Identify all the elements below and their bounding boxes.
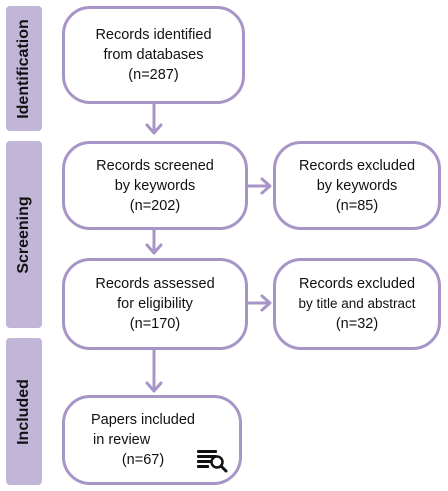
- arrowhead-assessed-to-included: [145, 381, 163, 393]
- box-records-assessed: Records assessed for eligibility (n=170): [62, 258, 248, 350]
- box-papers-included-count: (n=67): [121, 452, 165, 468]
- box-records-screened-line1: Records screened: [96, 157, 214, 174]
- box-records-screened-line2: by keywords: [114, 177, 196, 194]
- box-records-excluded-abstract-count: (n=32): [335, 316, 379, 332]
- box-records-excluded-abstract-line2: by title and abstract: [298, 296, 416, 311]
- phase-screening: Screening: [6, 141, 42, 328]
- box-papers-included-line2: in review: [93, 432, 151, 448]
- box-records-excluded-abstract-line1: Records excluded: [298, 276, 416, 292]
- phase-included: Included: [6, 338, 42, 485]
- document-search-icon: [197, 450, 228, 473]
- arrowhead-screened-to-assessed: [145, 243, 163, 255]
- box-papers-included: Papers included in review (n=67): [62, 395, 242, 485]
- box-records-excluded-keywords-line1: Records excluded: [298, 157, 416, 174]
- box-records-assessed-line1: Records assessed: [95, 276, 215, 292]
- box-records-identified-line2: from databases: [103, 47, 204, 63]
- box-papers-included-line1: Papers included: [91, 412, 195, 428]
- arrowhead-identified-to-screened: [145, 123, 163, 135]
- box-records-assessed-line2: for eligibility: [117, 296, 193, 312]
- box-records-identified-count: (n=287): [128, 67, 179, 83]
- box-records-excluded-keywords-count: (n=85): [335, 197, 379, 214]
- arrowhead-assessed-to-excluded: [260, 294, 272, 312]
- box-records-screened-count: (n=202): [129, 197, 181, 214]
- box-records-identified-line1: Records identified: [95, 27, 212, 43]
- arrowhead-screened-to-excluded: [260, 177, 272, 195]
- box-records-assessed-count: (n=170): [129, 316, 181, 332]
- box-records-excluded-keywords-line2: by keywords: [316, 177, 398, 194]
- box-records-identified: Records identified from databases (n=287…: [62, 6, 245, 104]
- box-records-excluded-keywords: Records excluded by keywords (n=85): [273, 141, 441, 230]
- box-records-screened: Records screened by keywords (n=202): [62, 141, 248, 230]
- phase-identification: Identification: [6, 6, 42, 131]
- box-records-excluded-abstract: Records excluded by title and abstract (…: [273, 258, 441, 350]
